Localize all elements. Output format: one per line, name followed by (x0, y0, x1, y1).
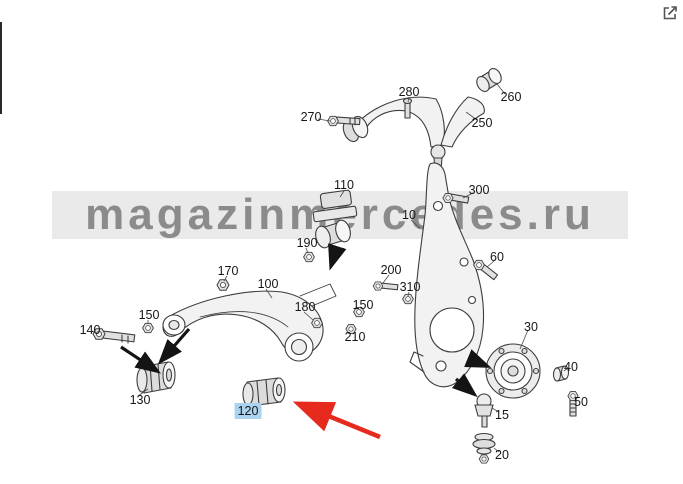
bushing-260 (476, 67, 502, 93)
open-in-new-icon[interactable] (661, 4, 679, 22)
stud-280 (402, 97, 413, 119)
wheel-bearing (485, 343, 541, 399)
upper-control-arm (342, 96, 485, 171)
bolt-270 (327, 115, 361, 127)
ball-joint-15 (474, 393, 494, 428)
nut-190 (303, 251, 315, 263)
red-highlight-arrow (292, 401, 381, 440)
nut-150-right (353, 306, 365, 318)
bushing-130 (136, 361, 176, 394)
left-edge-mark (0, 22, 2, 114)
boot-20 (472, 432, 496, 464)
lower-control-arm (162, 283, 337, 362)
bolt-300 (442, 193, 470, 204)
pointer-arrows (120, 243, 492, 398)
bushing-110-assembly (312, 189, 358, 249)
bolt-50 (567, 391, 579, 417)
bolt-140 (92, 328, 136, 344)
nut-170 (216, 279, 230, 291)
washer-210 (345, 324, 357, 334)
sleeve-40 (552, 365, 570, 382)
bushing-120 (242, 377, 286, 407)
bolt-60 (473, 259, 499, 281)
leader-lines (91, 83, 569, 453)
nut-150-left (142, 322, 154, 334)
bolt-200 (372, 281, 399, 291)
steering-knuckle (409, 162, 485, 388)
